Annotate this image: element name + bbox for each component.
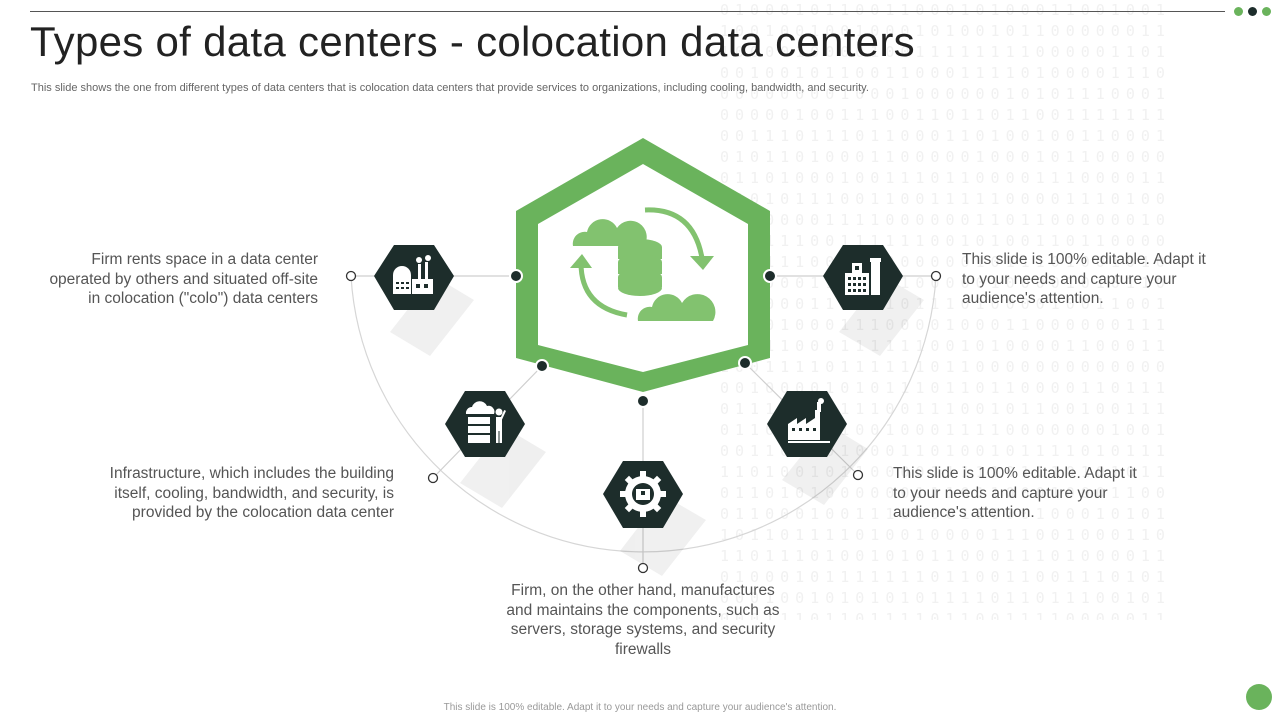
footer-note: This slide is 100% editable. Adapt it to… [443,702,837,713]
desc-item-2: Infrastructure, which includes the build… [109,465,394,521]
page-subtitle: This slide shows the one from different … [31,82,869,94]
sync-arrowheads [570,254,714,270]
desc-item-3: Firm, on the other hand, manufactures an… [506,582,780,658]
desc-item-1: Firm rents space in a data center operat… [49,251,318,307]
sync-arrows-icon [578,207,705,318]
hexagon-connection-dots [509,269,777,408]
endpoint-circles [345,270,942,574]
dot-dark [1248,7,1257,16]
hex-shadows [390,276,924,576]
page-title: Types of data centers - colocation data … [30,18,915,65]
gear-server-icon [620,471,666,517]
corner-dot [1246,684,1272,710]
factory-building-icon [393,255,433,294]
office-tower-windows [848,266,866,292]
server-engineer-icon [465,401,507,443]
desc-item-5: This slide is 100% editable. Adapt it to… [962,251,1206,307]
factory-icon-windows [792,428,816,431]
dot-green [1234,7,1243,16]
factory-windows [396,282,428,289]
desc-item-4: This slide is 100% editable. Adapt it to… [893,465,1137,521]
cloud-database-sync-icon [572,219,716,321]
dot-green [1262,7,1271,16]
top-rule [30,11,1225,12]
slide-dots [1234,7,1271,16]
factory-icon [788,398,830,443]
